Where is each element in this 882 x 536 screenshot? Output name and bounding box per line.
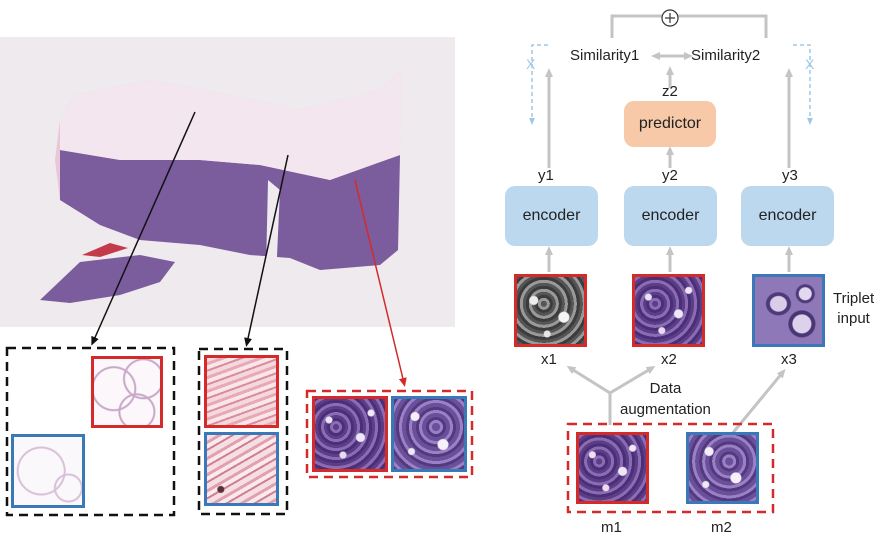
encoder-label-1: encoder <box>522 207 581 224</box>
pointer-arrow-fat <box>91 111 196 346</box>
stroma-patch-negative <box>204 432 279 506</box>
stopgrad-arrow-left <box>529 44 548 125</box>
m2-label: m2 <box>711 519 732 536</box>
y1-label: y1 <box>538 167 554 184</box>
predictor-block: predictor <box>624 101 716 147</box>
encoder-block-3: encoder <box>741 186 834 246</box>
pointer-arrow-stroma <box>244 154 289 347</box>
predictor-label: predictor <box>638 115 702 132</box>
encoder-block-1: encoder <box>505 186 598 246</box>
sum-bracket <box>610 14 768 38</box>
tumor-patch-negative <box>391 396 467 472</box>
aug-arrow-x3 <box>725 368 786 441</box>
data-augmentation-label: Data augmentation <box>620 380 711 418</box>
whole-slide-image <box>0 37 455 327</box>
x3-label: x3 <box>781 351 797 368</box>
x3-patch <box>752 274 825 347</box>
aug-arrow-x2 <box>609 365 656 395</box>
x1-label: x1 <box>541 351 557 368</box>
triplet-input-label: Triplet input <box>833 290 875 327</box>
similarity2-label: Similarity2 <box>691 47 761 64</box>
encoder-label-3: encoder <box>758 207 817 224</box>
m1-patch <box>576 432 649 504</box>
patch-group-tumor <box>305 389 474 479</box>
tumor-patch-anchor <box>312 396 388 472</box>
patch-group-fat <box>5 346 176 517</box>
pointer-arrow-tumor <box>354 179 407 387</box>
y2-label: y2 <box>662 167 678 184</box>
stop-gradient-mark-left: X <box>526 56 536 72</box>
aug-arrow-x1 <box>566 365 611 395</box>
x2-label: x2 <box>661 351 677 368</box>
fat-patch-negative <box>11 434 85 508</box>
patch-group-stroma <box>197 347 289 516</box>
m2-patch <box>686 432 759 504</box>
stroma-patch-anchor <box>204 355 279 428</box>
fat-patch-anchor <box>91 356 163 428</box>
similarity1-label: Similarity1 <box>570 47 640 64</box>
source-pair-group <box>566 422 775 514</box>
y3-label: y3 <box>782 167 798 184</box>
x2-patch <box>632 274 705 347</box>
stopgrad-arrow-right <box>793 44 813 125</box>
encoder-block-2: encoder <box>624 186 717 246</box>
encoder-label-2: encoder <box>641 207 700 224</box>
z2-label: z2 <box>662 83 678 100</box>
stop-gradient-mark-right: X <box>805 56 815 72</box>
x1-patch <box>514 274 587 347</box>
m1-label: m1 <box>601 519 622 536</box>
